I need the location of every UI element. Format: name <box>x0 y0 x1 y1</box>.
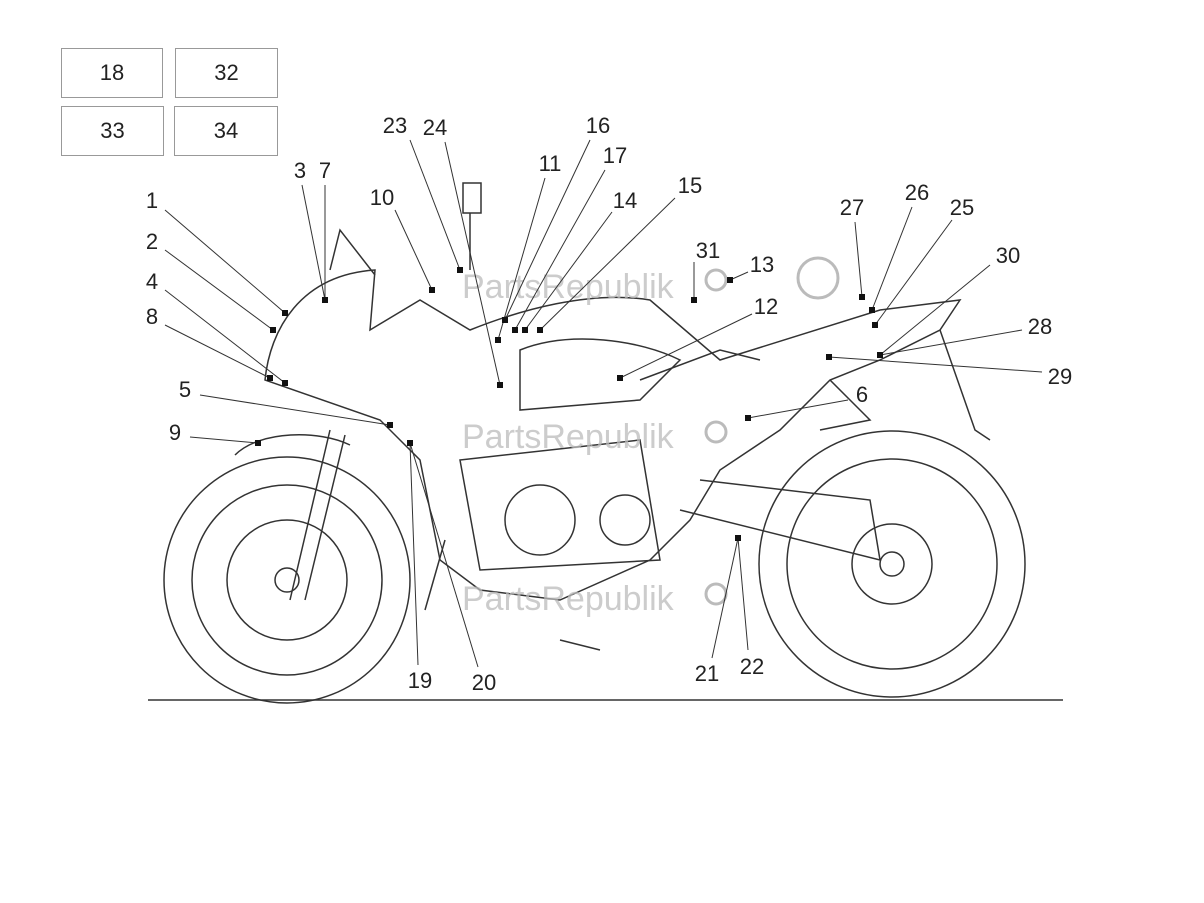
callout-label-19[interactable]: 19 <box>408 668 432 693</box>
callout-label-13[interactable]: 13 <box>750 252 774 277</box>
callout-label-29[interactable]: 29 <box>1048 364 1072 389</box>
kit-box-18[interactable]: 18 <box>61 48 163 98</box>
callout-label-11[interactable]: 11 <box>539 151 562 176</box>
kit-box-33[interactable]: 33 <box>61 106 164 156</box>
callout-marker-10 <box>429 287 435 293</box>
callout-marker-28 <box>877 352 883 358</box>
leader-line-22 <box>737 537 749 651</box>
callout-label-10[interactable]: 10 <box>370 185 394 210</box>
leader-line-10 <box>394 209 433 291</box>
leader-line-26 <box>871 206 913 311</box>
callout-label-9[interactable]: 9 <box>169 420 181 445</box>
leader-line-17 <box>514 169 606 331</box>
callout-marker-4 <box>282 380 288 386</box>
callout-marker-20 <box>407 440 413 446</box>
leader-line-24 <box>444 141 501 386</box>
callout-marker-12 <box>617 375 623 381</box>
callout-label-26[interactable]: 26 <box>905 180 929 205</box>
leader-line-2 <box>164 249 274 331</box>
callout-label-14[interactable]: 14 <box>613 188 637 213</box>
callout-marker-1 <box>282 310 288 316</box>
callout-label-16[interactable]: 16 <box>586 113 610 138</box>
callout-marker-15 <box>537 327 543 333</box>
kit-box-34[interactable]: 34 <box>174 106 278 156</box>
callout-marker-23 <box>457 267 463 273</box>
leader-line-15 <box>539 197 676 331</box>
callout-marker-2 <box>270 327 276 333</box>
leader-line-28 <box>879 329 1023 356</box>
leader-line-16 <box>504 139 591 321</box>
callout-label-24[interactable]: 24 <box>423 115 447 140</box>
callout-label-7[interactable]: 7 <box>319 158 331 183</box>
callout-marker-13 <box>727 277 733 283</box>
leader-line-30 <box>879 264 991 356</box>
callout-label-2[interactable]: 2 <box>146 229 158 254</box>
leader-line-4 <box>164 289 286 384</box>
svg-text:PartsRepublik: PartsRepublik <box>462 580 675 618</box>
callout-label-4[interactable]: 4 <box>146 269 158 294</box>
callout-label-3[interactable]: 3 <box>294 158 306 183</box>
callout-label-22[interactable]: 22 <box>740 654 764 679</box>
leader-line-19 <box>409 442 419 666</box>
callout-label-20[interactable]: 20 <box>472 670 496 695</box>
callout-label-5[interactable]: 5 <box>179 377 191 402</box>
motorcycle-drawing <box>163 182 1026 704</box>
leader-line-5 <box>199 394 391 426</box>
kit-box-32[interactable]: 32 <box>175 48 278 98</box>
callout-marker-25 <box>872 322 878 328</box>
leader-lines <box>164 139 1043 668</box>
callout-label-8[interactable]: 8 <box>146 304 158 329</box>
leader-line-8 <box>164 324 271 379</box>
callout-marker-17 <box>512 327 518 333</box>
leader-line-1 <box>164 209 286 314</box>
leader-line-6 <box>747 399 849 419</box>
leader-line-23 <box>409 139 461 271</box>
leader-line-27 <box>854 221 863 298</box>
leader-line-11 <box>497 177 546 341</box>
callout-label-28[interactable]: 28 <box>1028 314 1052 339</box>
callout-marker-24 <box>497 382 503 388</box>
leader-line-25 <box>874 219 953 326</box>
callout-label-15[interactable]: 15 <box>678 173 702 198</box>
callout-marker-8 <box>267 375 273 381</box>
leader-line-21 <box>711 537 739 659</box>
svg-text:PartsRepublik: PartsRepublik <box>462 418 675 456</box>
callout-marker-26 <box>869 307 875 313</box>
leader-line-12 <box>619 313 753 379</box>
callout-marker-7 <box>322 297 328 303</box>
callout-marker-9 <box>255 440 261 446</box>
leader-line-9 <box>189 436 259 444</box>
callout-label-23[interactable]: 23 <box>383 113 407 138</box>
callout-marker-5 <box>387 422 393 428</box>
callout-marker-16 <box>502 317 508 323</box>
callout-label-21[interactable]: 21 <box>695 661 719 686</box>
leader-line-20 <box>409 442 479 668</box>
leader-line-29 <box>828 356 1043 373</box>
callout-marker-31 <box>691 297 697 303</box>
leader-line-14 <box>524 211 613 331</box>
callout-label-1[interactable]: 1 <box>146 188 158 213</box>
leader-line-3 <box>301 184 326 301</box>
callout-label-27[interactable]: 27 <box>840 195 864 220</box>
callout-marker-11 <box>495 337 501 343</box>
callout-marker-22 <box>735 535 741 541</box>
callout-label-30[interactable]: 30 <box>996 243 1020 268</box>
callout-markers <box>255 267 883 541</box>
callout-label-31[interactable]: 31 <box>696 238 720 263</box>
callout-marker-6 <box>745 415 751 421</box>
callout-label-12[interactable]: 12 <box>754 294 778 319</box>
watermarks: PartsRepublik PartsRepublik PartsRepubli… <box>462 256 840 618</box>
callout-label-17[interactable]: 17 <box>603 143 627 168</box>
svg-text:PartsRepublik: PartsRepublik <box>462 268 675 306</box>
callout-marker-29 <box>826 354 832 360</box>
callout-marker-27 <box>859 294 865 300</box>
callout-label-6[interactable]: 6 <box>856 382 868 407</box>
callout-label-25[interactable]: 25 <box>950 195 974 220</box>
callout-marker-14 <box>522 327 528 333</box>
